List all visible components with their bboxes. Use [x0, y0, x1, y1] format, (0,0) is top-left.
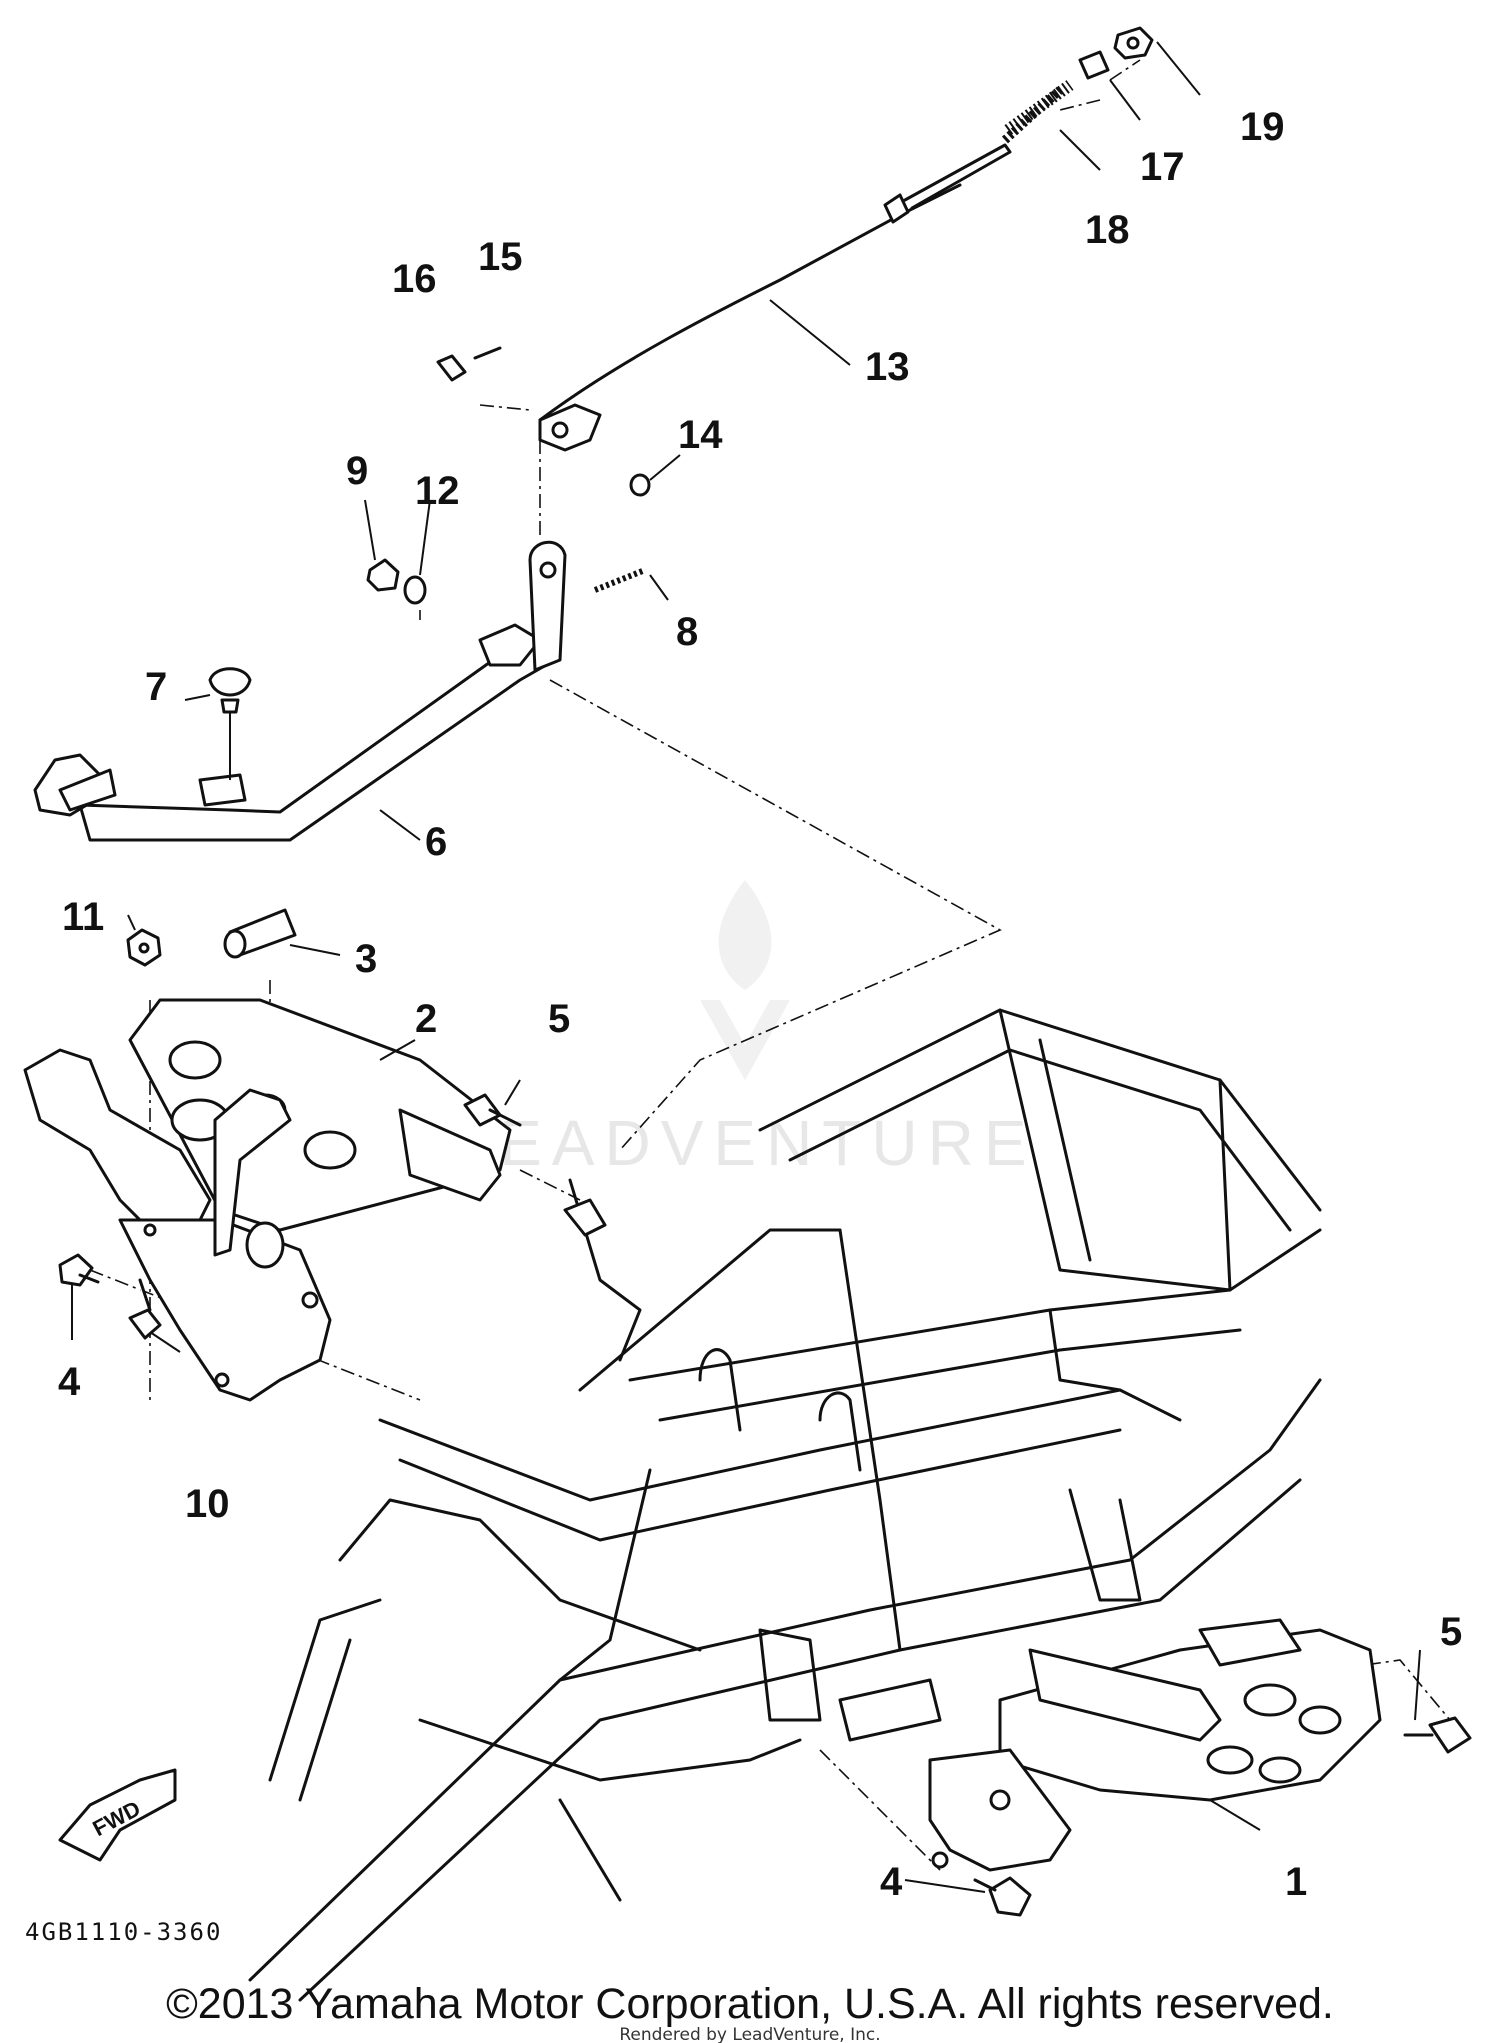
callout-16: 16 [392, 257, 437, 301]
callout-8: 8 [676, 610, 698, 654]
right-footrest-bolt-lower [973, 1876, 1032, 1917]
right-footrest-bracket [928, 1748, 1072, 1872]
right-footrest [998, 1618, 1382, 1802]
callout-14: 14 [678, 413, 723, 457]
rendered-by-notice: Rendered by LeadVenture, Inc. [619, 2025, 880, 2043]
callout-7: 7 [145, 665, 167, 709]
leader-lines [127, 41, 1421, 1893]
cable-joint [1078, 50, 1110, 80]
clevis-pin [436, 354, 467, 382]
callout-10: 10 [185, 1482, 230, 1526]
pedal-cap [208, 667, 252, 780]
reference-lines [89, 59, 1451, 1871]
callout-2: 2 [415, 997, 437, 1041]
footrest-collar [223, 908, 297, 959]
callout-4-right: 4 [880, 1860, 903, 1904]
left-footrest-bracket [118, 1088, 332, 1402]
callout-4-left: 4 [58, 1360, 81, 1404]
pivot-washer [403, 575, 427, 605]
callout-6: 6 [425, 820, 447, 864]
fwd-arrow-icon: FWD [58, 1768, 177, 1862]
callouts: 19 17 18 15 16 13 14 9 12 8 7 6 11 3 2 5… [58, 105, 1462, 1904]
watermark: LEADVENTURE [454, 880, 1037, 1179]
callout-11: 11 [62, 895, 104, 939]
watermark-logo-icon [700, 880, 790, 1080]
return-spring [593, 567, 647, 593]
footrest-nut [126, 928, 162, 967]
pivot-nut [366, 558, 400, 592]
footrest-bolt-vertical [128, 1278, 162, 1340]
callout-1: 1 [1285, 1860, 1307, 1904]
brake-cable [538, 86, 1064, 422]
left-footrest-bolt [463, 1093, 607, 1237]
cable-washer [629, 473, 651, 497]
callout-19: 19 [1240, 105, 1285, 149]
callout-13: 13 [865, 345, 910, 389]
callout-12: 12 [415, 469, 460, 513]
drawing-code: 4GB1110-3360 [25, 1918, 222, 1946]
callout-5-left: 5 [548, 997, 570, 1041]
right-footrest-bolt [1403, 1716, 1472, 1754]
callout-5-right: 5 [1440, 1610, 1462, 1654]
vehicle-frame [248, 1008, 1322, 2002]
left-footrest-bolt-lower [58, 1253, 100, 1340]
callout-3: 3 [355, 937, 377, 981]
callout-9: 9 [346, 449, 368, 493]
adjusting-nut [1113, 26, 1154, 60]
watermark-text: LEADVENTURE [454, 1107, 1037, 1179]
brake-pedal [33, 623, 557, 842]
adjuster-spring [1004, 80, 1074, 135]
callout-17: 17 [1140, 145, 1185, 189]
pedal-lever-arm [528, 540, 567, 672]
copyright-notice: ©2013 Yamaha Motor Corporation, U.S.A. A… [166, 1980, 1334, 2028]
cotter-pin [473, 346, 502, 360]
callout-15: 15 [478, 235, 523, 279]
cable-clevis [538, 403, 602, 452]
callout-18: 18 [1085, 208, 1130, 252]
